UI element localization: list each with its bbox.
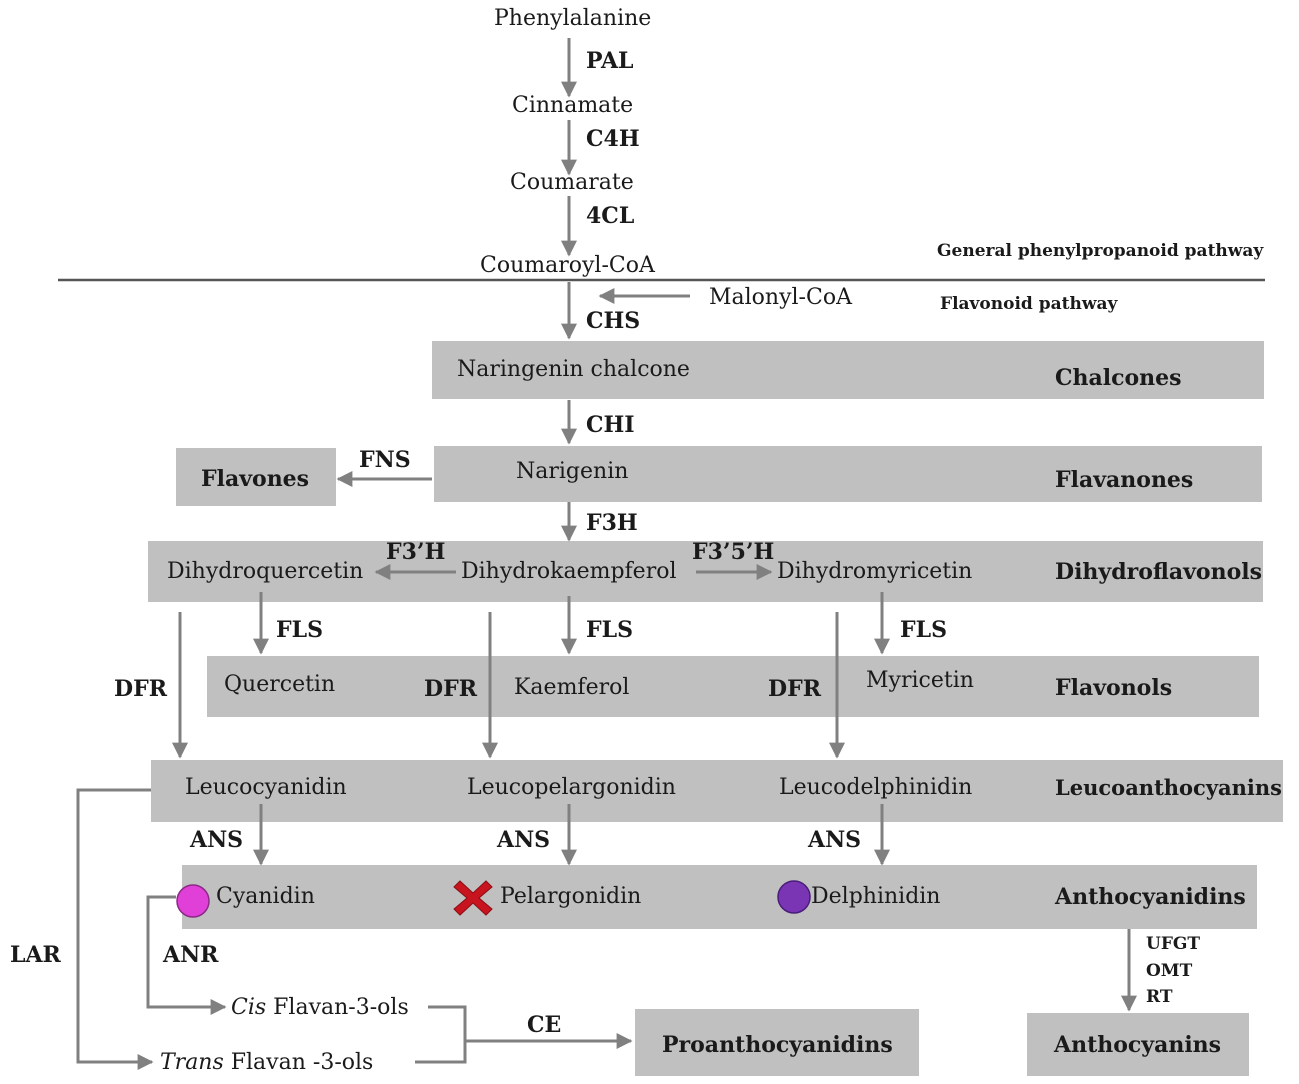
metabolite-pelargonidin: Pelargonidin [500, 884, 642, 909]
metabolite-coumarate: Coumarate [510, 170, 634, 195]
enzyme-ans-2: ANS [497, 827, 551, 853]
enzyme-fns: FNS [359, 447, 411, 473]
enzyme-fls-3: FLS [900, 617, 947, 643]
metabolite-coumaroyl-coa: Coumaroyl-CoA [480, 253, 655, 278]
enzyme-f3h: F3H [586, 510, 638, 536]
trans-rest: Flavan -3-ols [223, 1050, 374, 1075]
enzyme-fls-2: FLS [586, 617, 633, 643]
pathway-label-general: General phenylpropanoid pathway [937, 241, 1264, 261]
enzyme-omt: OMT [1146, 961, 1193, 981]
enzyme-ufgt: UFGT [1146, 934, 1201, 954]
enzyme-dfr-2: DFR [424, 676, 477, 702]
metabolite-phenylalanine: Phenylalanine [494, 6, 652, 31]
enzyme-f3ph: F3’H [386, 539, 446, 565]
enzyme-dfr-1: DFR [114, 676, 167, 702]
metabolite-myricetin: Myricetin [866, 668, 974, 693]
class-flavanones: Flavanones [1055, 467, 1194, 493]
metabolite-quercetin: Quercetin [224, 672, 336, 697]
metabolite-leucopelargonidin: Leucopelargonidin [467, 775, 676, 800]
enzyme-chi: CHI [586, 412, 635, 438]
anthocyanins-box [1027, 1013, 1249, 1076]
class-flavonols: Flavonols [1055, 675, 1173, 701]
metabolite-kaemferol: Kaemferol [514, 675, 630, 700]
flavonols-band [207, 656, 1259, 717]
metabolite-narigenin: Narigenin [516, 459, 629, 484]
enzyme-pal: PAL [586, 48, 634, 74]
metabolite-leucocyanidin: Leucocyanidin [185, 775, 347, 800]
enzyme-fls-1: FLS [276, 617, 323, 643]
enzyme-anr: ANR [163, 942, 219, 968]
enzyme-4cl: 4CL [586, 203, 635, 229]
metabolite-anthocyanins: Anthocyanins [1054, 1032, 1222, 1058]
enzyme-chs: CHS [586, 308, 641, 334]
enzyme-ans-3: ANS [808, 827, 862, 853]
metabolite-cinnamate: Cinnamate [512, 93, 634, 118]
red-cross-icon [453, 880, 493, 916]
metabolite-cyanidin: Cyanidin [216, 884, 315, 909]
purple-circle-icon [777, 880, 811, 914]
class-anthocyanidins: Anthocyanidins [1055, 884, 1246, 910]
line-ce-cis [415, 1005, 467, 1064]
metabolite-proanthocyanidins: Proanthocyanidins [662, 1032, 893, 1058]
metabolite-malonyl-coa: Malonyl-CoA [709, 285, 852, 310]
cis-rest: Flavan-3-ols [266, 995, 409, 1020]
metabolite-dihydrokaempferol: Dihydrokaempferol [461, 559, 677, 584]
leucoanthocyanins-band [151, 760, 1283, 822]
enzyme-lar: LAR [10, 942, 61, 968]
class-leucoanthocyanins: Leucoanthocyanins [1055, 775, 1282, 800]
enzyme-ans-1: ANS [190, 827, 244, 853]
metabolite-delphinidin: Delphinidin [811, 884, 941, 909]
flavanones-band [434, 446, 1262, 502]
magenta-circle-icon [176, 884, 210, 918]
cis-prefix: Cis [231, 995, 267, 1020]
metabolite-dihydroquercetin: Dihydroquercetin [167, 559, 364, 584]
metabolite-cis-flavan-3-ols: Cis Flavan-3-ols [231, 997, 409, 1019]
proanthocyanidins-box [635, 1009, 919, 1076]
class-chalcones: Chalcones [1055, 365, 1182, 391]
metabolite-flavones: Flavones [201, 466, 310, 492]
line-anr [146, 895, 227, 1015]
metabolite-naringenin-chalcone: Naringenin chalcone [457, 357, 690, 382]
metabolite-leucodelphinidin: Leucodelphinidin [779, 775, 973, 800]
enzyme-ce: CE [527, 1012, 562, 1038]
pathway-label-flavonoid: Flavonoid pathway [940, 294, 1118, 314]
enzyme-c4h: C4H [586, 126, 640, 152]
flavones-box [176, 448, 336, 506]
anthocyanidins-band [182, 865, 1257, 929]
class-dihydroflavonols: Dihydroflavonols [1055, 559, 1262, 585]
enzyme-rt: RT [1146, 987, 1173, 1007]
trans-prefix: Trans [160, 1050, 224, 1075]
chalcones-band [432, 341, 1264, 399]
enzyme-f35h: F3’5’H [692, 539, 775, 565]
metabolite-trans-flavan-3-ols: Trans Flavan -3-ols [160, 1052, 373, 1074]
enzyme-dfr-3: DFR [768, 676, 821, 702]
metabolite-dihydromyricetin: Dihydromyricetin [777, 559, 973, 584]
line-lar [76, 788, 154, 1070]
